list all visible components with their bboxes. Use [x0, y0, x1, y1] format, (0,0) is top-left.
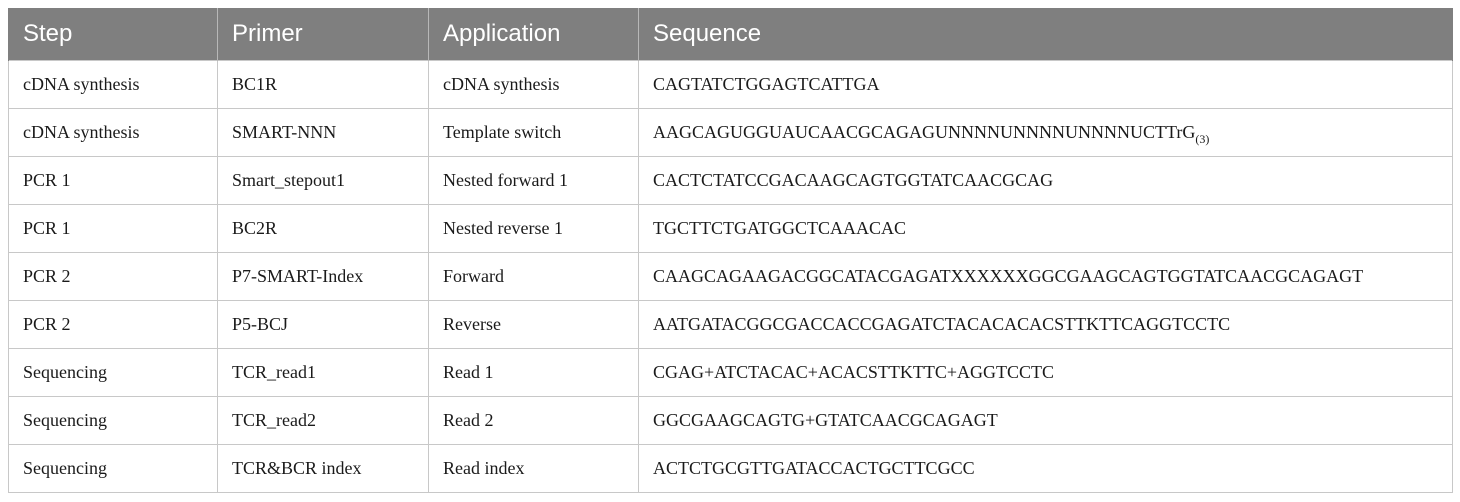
table-row: Sequencing TCR_read2 Read 2 GGCGAAGCAGTG… [8, 395, 1453, 445]
header-sequence: Sequence [638, 8, 1453, 60]
table-row: Sequencing TCR&BCR index Read index ACTC… [8, 443, 1453, 493]
cell-primer: SMART-NNN [217, 107, 429, 157]
cell-step: PCR 2 [8, 251, 218, 301]
cell-sequence: TGCTTCTGATGGCTCAAACAC [638, 203, 1453, 253]
cell-sequence: AAGCAGUGGUAUCAACGCAGAGUNNNNUNNNNUNNNNUCT… [638, 107, 1453, 157]
cell-primer: TCR_read2 [217, 395, 429, 445]
cell-sequence: CAGTATCTGGAGTCATTGA [638, 59, 1453, 109]
table-row: PCR 1 BC2R Nested reverse 1 TGCTTCTGATGG… [8, 203, 1453, 253]
table-row: Sequencing TCR_read1 Read 1 CGAG+ATCTACA… [8, 347, 1453, 397]
sequence-text: AAGCAGUGGUAUCAACGCAGAGUNNNNUNNNNUNNNNUCT… [653, 121, 1196, 142]
sequence-text: GGCGAAGCAGTG+GTATCAACGCAGAGT [653, 409, 998, 430]
sequence-text: AATGATACGGCGACCACCGAGATCTACACACACSTTKTTC… [653, 313, 1231, 334]
table-row: PCR 2 P7-SMART-Index Forward CAAGCAGAAGA… [8, 251, 1453, 301]
cell-primer: BC2R [217, 203, 429, 253]
sequence-subscript: (3) [1195, 131, 1210, 146]
primer-table: Step Primer Application Sequence cDNA sy… [8, 8, 1453, 493]
cell-application: Nested forward 1 [428, 155, 639, 205]
sequence-text: CAAGCAGAAGACGGCATACGAGATXXXXXXGGCGAAGCAG… [653, 265, 1364, 286]
table-row: cDNA synthesis BC1R cDNA synthesis CAGTA… [8, 59, 1453, 109]
header-application: Application [428, 8, 639, 60]
cell-application: Read 2 [428, 395, 639, 445]
cell-primer: TCR&BCR index [217, 443, 429, 493]
cell-application: Read 1 [428, 347, 639, 397]
cell-application: Read index [428, 443, 639, 493]
cell-step: PCR 1 [8, 203, 218, 253]
sequence-text: CACTCTATCCGACAAGCAGTGGTATCAACGCAG [653, 169, 1054, 190]
table-row: PCR 2 P5-BCJ Reverse AATGATACGGCGACCACCG… [8, 299, 1453, 349]
sequence-text: CAGTATCTGGAGTCATTGA [653, 73, 880, 94]
cell-sequence: AATGATACGGCGACCACCGAGATCTACACACACSTTKTTC… [638, 299, 1453, 349]
sequence-text: ACTCTGCGTTGATACCACTGCTTCGCC [653, 457, 975, 478]
primer-table-container: Step Primer Application Sequence cDNA sy… [8, 8, 1453, 493]
cell-primer: P5-BCJ [217, 299, 429, 349]
table-row: cDNA synthesis SMART-NNN Template switch… [8, 107, 1453, 157]
cell-sequence: CACTCTATCCGACAAGCAGTGGTATCAACGCAG [638, 155, 1453, 205]
header-row: Step Primer Application Sequence [8, 8, 1453, 60]
cell-step: Sequencing [8, 395, 218, 445]
cell-primer: TCR_read1 [217, 347, 429, 397]
cell-application: Reverse [428, 299, 639, 349]
cell-step: PCR 1 [8, 155, 218, 205]
cell-application: cDNA synthesis [428, 59, 639, 109]
table-body: cDNA synthesis BC1R cDNA synthesis CAGTA… [8, 59, 1453, 493]
cell-step: cDNA synthesis [8, 59, 218, 109]
cell-application: Template switch [428, 107, 639, 157]
cell-step: cDNA synthesis [8, 107, 218, 157]
header-step: Step [8, 8, 218, 60]
cell-sequence: GGCGAAGCAGTG+GTATCAACGCAGAGT [638, 395, 1453, 445]
cell-application: Nested reverse 1 [428, 203, 639, 253]
cell-step: Sequencing [8, 443, 218, 493]
cell-primer: BC1R [217, 59, 429, 109]
cell-step: PCR 2 [8, 299, 218, 349]
cell-application: Forward [428, 251, 639, 301]
cell-primer: Smart_stepout1 [217, 155, 429, 205]
header-primer: Primer [217, 8, 429, 60]
cell-step: Sequencing [8, 347, 218, 397]
cell-sequence: CGAG+ATCTACAC+ACACSTTKTTC+AGGTCCTC [638, 347, 1453, 397]
table-row: PCR 1 Smart_stepout1 Nested forward 1 CA… [8, 155, 1453, 205]
cell-sequence: ACTCTGCGTTGATACCACTGCTTCGCC [638, 443, 1453, 493]
sequence-text: CGAG+ATCTACAC+ACACSTTKTTC+AGGTCCTC [653, 361, 1055, 382]
cell-primer: P7-SMART-Index [217, 251, 429, 301]
cell-sequence: CAAGCAGAAGACGGCATACGAGATXXXXXXGGCGAAGCAG… [638, 251, 1453, 301]
table-header: Step Primer Application Sequence [8, 8, 1453, 60]
sequence-text: TGCTTCTGATGGCTCAAACAC [653, 217, 907, 238]
